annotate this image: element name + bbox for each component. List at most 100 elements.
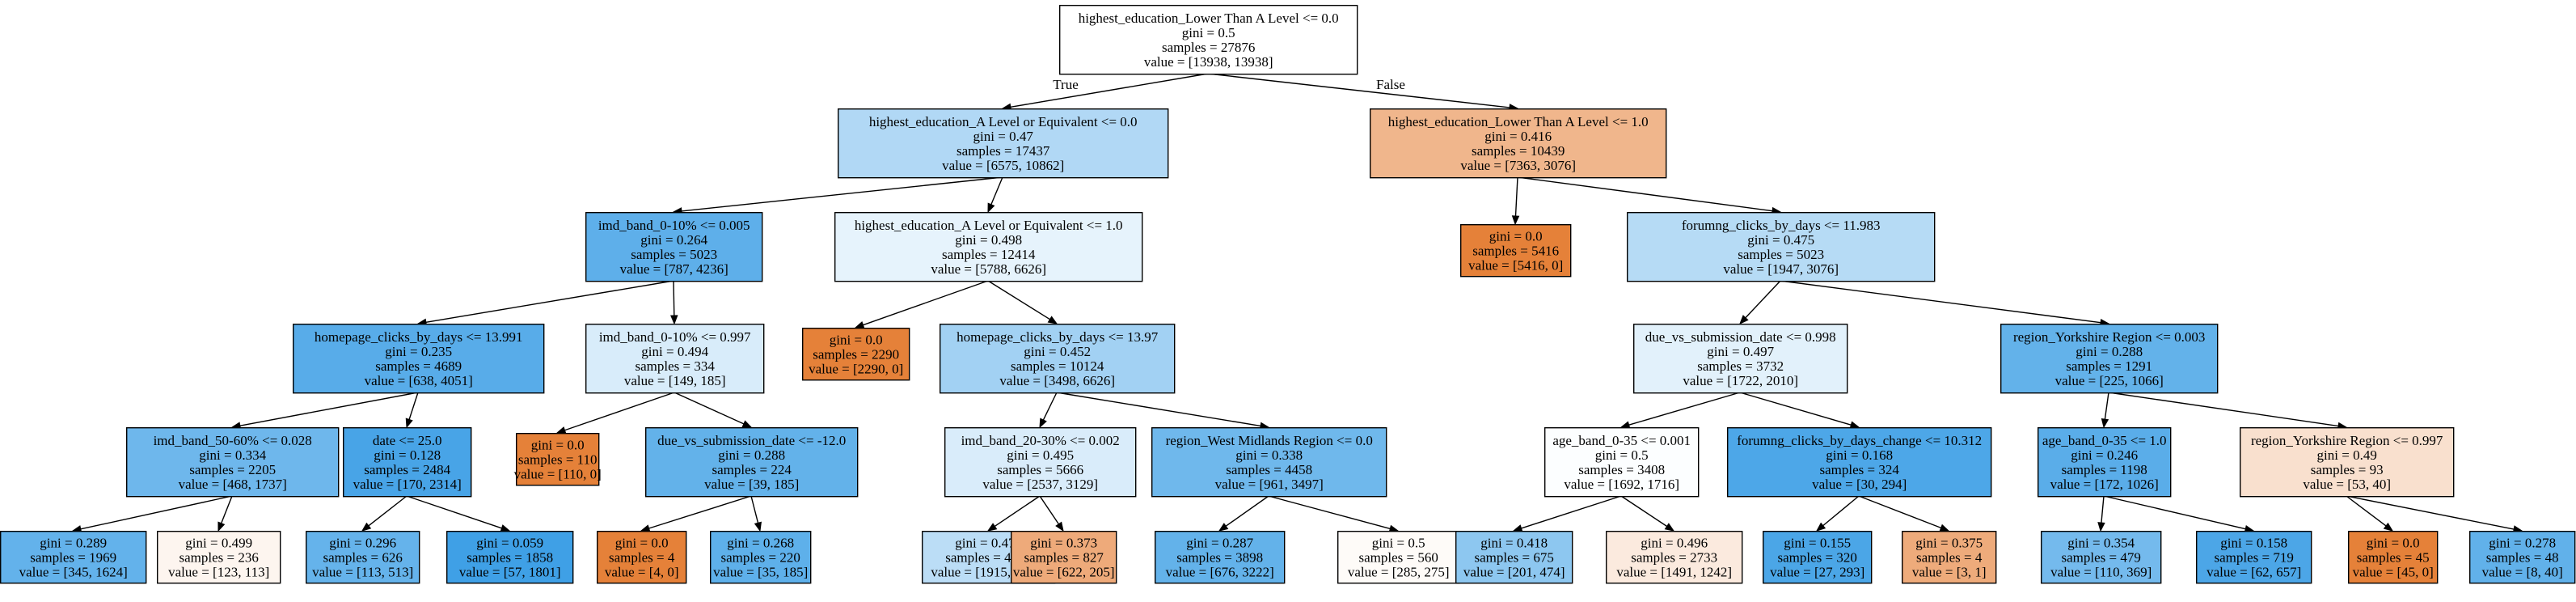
edge-arrowhead (854, 321, 865, 329)
node-text-line: gini = 0.158 (2220, 536, 2287, 551)
edge-line (80, 495, 233, 530)
node-text-line: value = [13938, 13938] (1144, 54, 1273, 70)
node-text-line: gini = 0.0 (1489, 229, 1543, 244)
node-box (0, 531, 147, 584)
node-box (2040, 531, 2162, 584)
node-text-line: imd_band_0-10% <= 0.005 (598, 218, 750, 233)
node-text-line: value = [170, 2314] (353, 477, 462, 492)
node-text-line: value = [4, 0] (605, 565, 679, 580)
edge-line (1268, 495, 1391, 530)
node-text-line: samples = 4 (609, 550, 675, 566)
node-text-line: region_West Midlands Region <= 0.0 (1166, 433, 1373, 448)
edge-line (2108, 392, 2339, 427)
node-text-line: value = [110, 0] (514, 467, 602, 482)
node-text-line: samples = 719 (2215, 550, 2294, 566)
node-box (1762, 531, 1873, 584)
edge-line (2346, 495, 2387, 527)
node-text-line: value = [285, 275] (1348, 565, 1450, 580)
tree-edge (1039, 392, 1058, 429)
node-text-line: samples = 324 (1820, 462, 1900, 477)
node-text-line: samples = 4689 (375, 358, 462, 374)
edge-line (239, 392, 419, 426)
decision-node: highest_education_Lower Than A Level <= … (1058, 4, 1358, 75)
node-text-line: gini = 0.416 (1484, 129, 1552, 144)
node-text-line: highest_education_Lower Than A Level <= … (1079, 11, 1339, 26)
tree-edge (1511, 176, 1520, 226)
node-text-line: gini = 0.338 (1235, 447, 1303, 463)
node-text-line: gini = 0.278 (2489, 536, 2556, 551)
edge-label-false: False (1376, 77, 1405, 92)
node-text-line: gini = 0.334 (199, 447, 266, 463)
node-text-line: gini = 0.0 (531, 438, 585, 453)
node-text-line: value = [201, 474] (1463, 565, 1565, 580)
node-box (1605, 531, 1743, 584)
tree-edge (230, 392, 419, 430)
node-text-line: samples = 675 (1475, 550, 1554, 566)
node-text-line: gini = 0.495 (1007, 447, 1074, 463)
node-box (939, 324, 1176, 394)
node-text-line: value = [3498, 6626] (999, 373, 1115, 388)
node-text-line: gini = 0.452 (1024, 344, 1091, 359)
edge-line (863, 280, 989, 326)
node-box (1901, 531, 1997, 584)
node-text-line: gini = 0.268 (727, 536, 794, 551)
node-text-line: gini = 0.288 (2076, 344, 2143, 359)
tree-edge (640, 495, 752, 532)
node-box (2000, 324, 2219, 394)
node-text-line: samples = 45 (2357, 550, 2430, 566)
node-text-line: forumng_clicks_by_days <= 11.983 (1682, 218, 1881, 233)
tree-edge (1858, 495, 1950, 532)
edge-arrowhead (987, 202, 995, 214)
node-text-line: value = [172, 1026] (2050, 477, 2159, 492)
node-text-line: gini = 0.287 (1186, 536, 1253, 551)
node-text-line: samples = 1858 (467, 550, 553, 566)
node-text-line: samples = 5023 (1738, 247, 1824, 262)
edge-arrowhead (1512, 524, 1523, 532)
node-text-line: gini = 0.478 (955, 536, 1022, 551)
node-text-line: gini = 0.418 (1480, 536, 1548, 551)
edge-arrowhead (741, 420, 753, 428)
edge-line (1858, 495, 1941, 529)
node-text-line: highest_education_A Level or Equivalent … (869, 114, 1138, 129)
node-text-line: gini = 0.0 (830, 333, 883, 348)
tree-edge (1056, 392, 1270, 430)
node-text-line: samples = 4839 (945, 550, 1032, 566)
tree-edge (672, 176, 1003, 215)
node-box (1726, 427, 1992, 498)
tree-edge (1268, 495, 1400, 532)
node-text-line: gini = 0.475 (1747, 232, 1814, 248)
edge-line (674, 392, 745, 425)
node-text-line: value = [225, 1066] (2055, 373, 2164, 388)
node-box (2347, 531, 2439, 584)
edge-line (1514, 176, 1518, 217)
decision-node: highest_education_A Level or Equivalent … (837, 108, 1169, 179)
tree-edge (361, 495, 408, 532)
node-box (156, 531, 281, 584)
node-box (1154, 531, 1286, 584)
tree-edge (1739, 392, 1860, 429)
node-box (1369, 108, 1667, 179)
edge-arrowhead (500, 524, 511, 532)
node-text-line: gini = 0.5 (1372, 536, 1425, 551)
node-text-line: samples = 827 (1024, 550, 1104, 566)
node-text-line: gini = 0.5 (1182, 25, 1235, 40)
tree-edge (416, 280, 674, 326)
node-text-line: value = [57, 1801] (459, 565, 561, 580)
decision-node: highest_education_A Level or Equivalent … (834, 212, 1143, 282)
